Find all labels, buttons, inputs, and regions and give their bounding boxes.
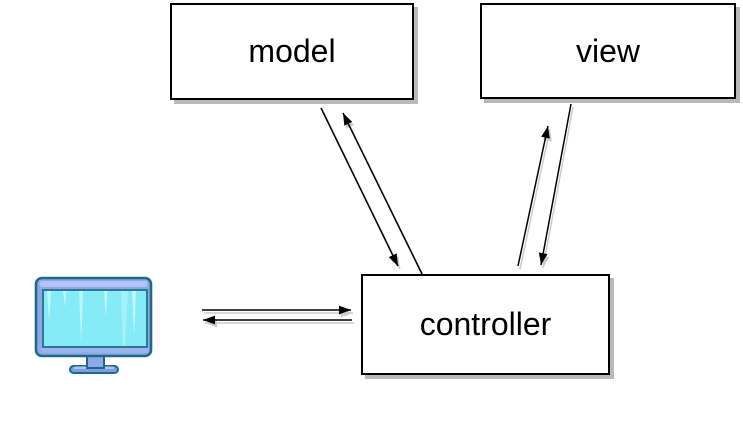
- monitor-frame-highlight: [39, 281, 148, 287]
- node-controller-label: controller: [419, 306, 552, 342]
- monitor-screen-streaks: [47, 291, 136, 346]
- edge-model-to-controller-arrow[interactable]: [320, 107, 399, 267]
- node-model[interactable]: model: [170, 3, 414, 100]
- node-controller[interactable]: controller: [361, 274, 610, 375]
- node-model-label: model: [248, 33, 336, 69]
- node-view-label: view: [575, 32, 640, 69]
- monitor-screen: [42, 289, 148, 348]
- edge-view-to-controller-arrow[interactable]: [538, 103, 572, 266]
- node-view[interactable]: view: [480, 3, 736, 99]
- edge-controller-to-view-arrow[interactable]: [517, 125, 550, 267]
- edge-controller-to-model-arrow[interactable]: [342, 112, 423, 275]
- computer-monitor-icon[interactable]: [33, 276, 155, 376]
